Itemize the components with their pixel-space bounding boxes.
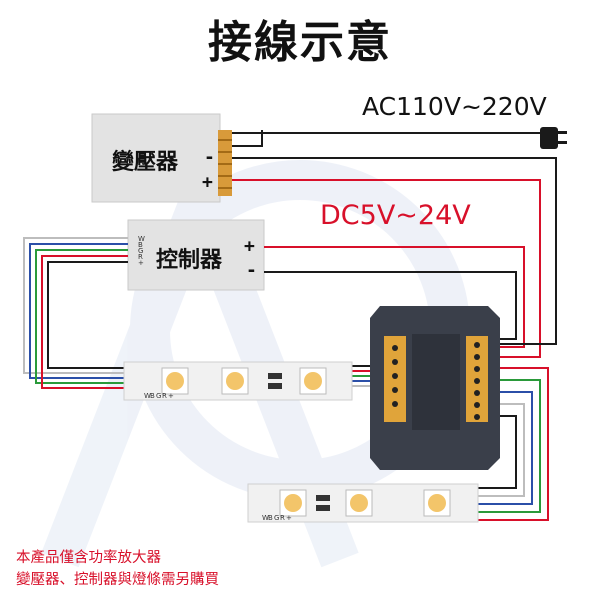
strip1-pin-b: B [150, 392, 155, 400]
ac-wires [232, 130, 549, 147]
strip2-pin-w: W [262, 514, 269, 522]
controller-box [127, 219, 265, 291]
transformer-minus: - [204, 147, 215, 168]
strip1-pin-g: G [156, 392, 161, 400]
controller-plus: + [244, 236, 255, 257]
dc-negative-wire [232, 157, 557, 345]
plug-icon [540, 127, 567, 149]
strip2-pin-r: R [280, 514, 285, 522]
strip1-pin-w: W [144, 392, 151, 400]
led-strip-2 [247, 483, 479, 523]
note-line-2: 變壓器、控制器與燈條需另購買 [16, 572, 219, 588]
transformer-box [91, 113, 221, 203]
controller-minus: - [246, 260, 257, 281]
controller-label: 控制器 [156, 248, 223, 273]
controller-to-strip-wires [23, 237, 128, 389]
page-title: 接線示意 [208, 17, 392, 68]
controller-pin-plus: + [138, 259, 144, 267]
strip1-pin-r: R [162, 392, 167, 400]
led-strip-1 [123, 361, 353, 401]
strip2-pin-plus: + [286, 514, 292, 522]
transformer-plus: + [202, 172, 213, 193]
strip2-pin-b: B [268, 514, 273, 522]
controller-pin-g: G [138, 247, 143, 255]
dc-positive-wire [232, 179, 541, 358]
strip1-pin-plus: + [168, 392, 174, 400]
ac-voltage-label: AC110V~220V [362, 92, 547, 121]
controller-pin-b: B [138, 241, 143, 249]
strip2-pin-g: G [274, 514, 279, 522]
dc-voltage-label: DC5V~24V [320, 200, 471, 231]
note-line-1: 本產品僅含功率放大器 [16, 550, 161, 566]
transformer-label: 變壓器 [112, 150, 179, 175]
controller-pin-r: R [138, 253, 143, 261]
controller-pin-w: W [138, 235, 145, 243]
power-amplifier [370, 306, 500, 470]
amplifier-to-strip2-wires [478, 367, 549, 521]
